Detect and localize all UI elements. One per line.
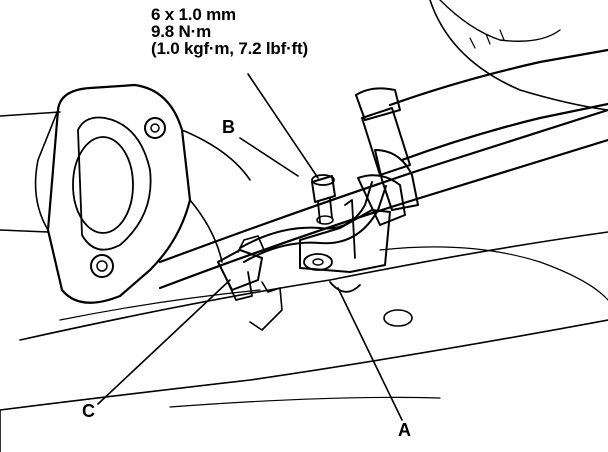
hose-upper bbox=[388, 0, 608, 162]
bracket-a bbox=[299, 199, 391, 293]
leader-lines bbox=[97, 73, 403, 421]
small-tube bbox=[239, 181, 387, 263]
exhaust-flange bbox=[0, 83, 251, 304]
pipe-b bbox=[158, 108, 608, 290]
clip-c bbox=[217, 235, 283, 331]
bolt-size-label: 6 x 1.0 mm bbox=[151, 5, 236, 24]
torque-bolt bbox=[311, 174, 336, 225]
leader-c bbox=[97, 279, 231, 405]
hose-clamp bbox=[355, 87, 419, 226]
leader-spec bbox=[247, 73, 319, 179]
leader-b bbox=[239, 137, 299, 177]
callout-b: B bbox=[222, 117, 235, 137]
callout-c: C bbox=[82, 401, 95, 421]
callout-a: A bbox=[398, 420, 411, 440]
torque-nm-label: 9.8 N·m bbox=[151, 22, 212, 41]
leader-a bbox=[337, 287, 403, 421]
torque-alt-label: (1.0 kgf·m, 7.2 lbf·ft) bbox=[151, 39, 308, 58]
